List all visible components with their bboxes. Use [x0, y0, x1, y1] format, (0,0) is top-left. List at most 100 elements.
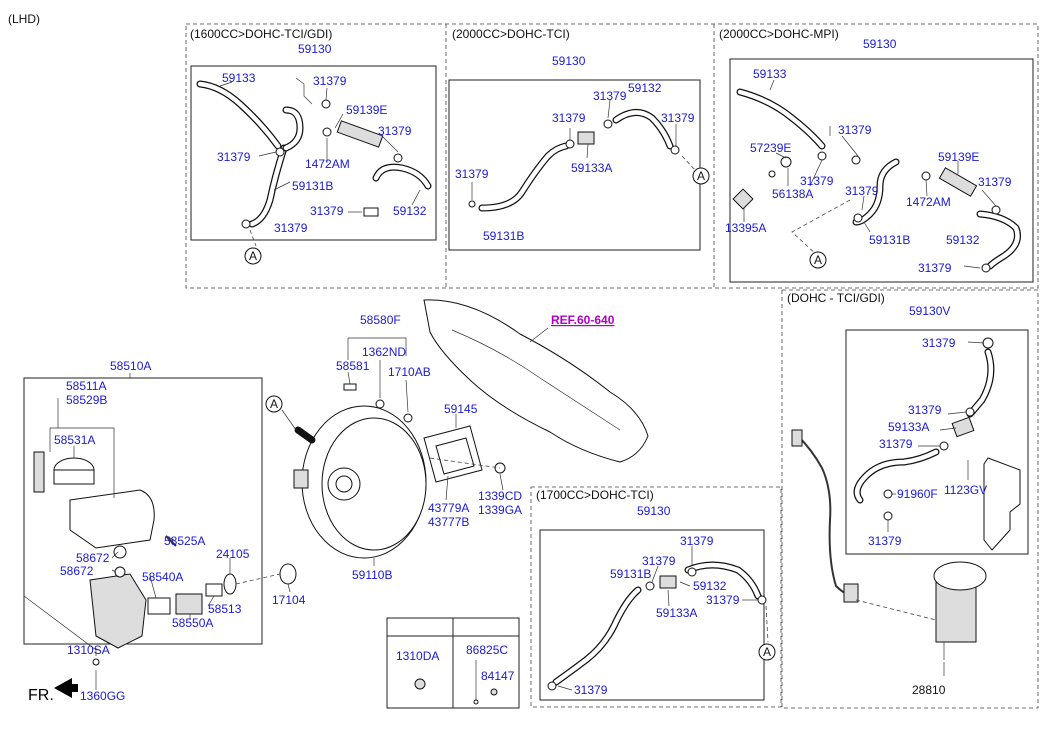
part-31379: 31379	[593, 89, 627, 103]
part-1339cd: 1339CD	[478, 489, 522, 503]
ref-a-marker	[758, 643, 776, 661]
part-58672: 58672	[60, 564, 94, 578]
lhd-label: (LHD)	[8, 12, 40, 26]
part-59131b: 59131B	[869, 233, 910, 247]
part-58580f: 58580F	[360, 313, 401, 327]
part-31379: 31379	[800, 174, 834, 188]
part-31379: 31379	[378, 124, 412, 138]
part-86825c: 86825C	[466, 643, 508, 657]
part-84147: 84147	[481, 669, 515, 683]
ref-a-label: A	[270, 397, 278, 411]
front-arrow-icon	[54, 678, 78, 698]
part-56138a: 56138A	[772, 187, 813, 201]
part-31379: 31379	[574, 683, 608, 697]
part-13395a: 13395A	[725, 221, 766, 235]
part-31379: 31379	[838, 123, 872, 137]
ref-a-label: A	[249, 249, 257, 263]
part-31379: 31379	[274, 221, 308, 235]
part-58510a: 58510A	[110, 359, 151, 373]
part-59132: 59132	[693, 579, 727, 593]
part-59132: 59132	[946, 233, 980, 247]
master-cylinder-group: 58510A 58511A 58529B 58531A 58525A	[23, 359, 263, 704]
part-59130: 59130	[637, 504, 671, 518]
part-59130: 59130	[298, 42, 332, 56]
firewall-panel	[423, 299, 649, 463]
part-59130: 59130	[552, 54, 586, 68]
section-1700cc: (1700CC>DOHC-TCI) 59130 31379 31379 5913…	[530, 486, 782, 708]
part-59131b: 59131B	[292, 179, 333, 193]
part-31379: 31379	[310, 204, 344, 218]
part-31379: 31379	[706, 593, 740, 607]
ref-60-640-link[interactable]: REF.60-640	[551, 313, 615, 327]
part-59132: 59132	[393, 204, 427, 218]
part-58511a: 58511A	[66, 379, 106, 393]
part-31379: 31379	[661, 111, 695, 125]
part-31379: 31379	[845, 184, 879, 198]
part-59132: 59132	[628, 81, 662, 95]
part-1310sa: 1310SA	[67, 643, 110, 657]
part-31379: 31379	[918, 261, 952, 275]
part-31379: 31379	[978, 175, 1012, 189]
ref-a-marker	[692, 167, 710, 185]
part-28810: 28810	[912, 683, 946, 697]
part-43779a: 43779A	[428, 501, 469, 515]
part-1362nd: 1362ND	[362, 345, 406, 359]
part-43777b: 43777B	[428, 515, 469, 529]
section-dohc-tci-gdi-title: (DOHC - TCI/GDI)	[787, 291, 885, 305]
part-58581: 58581	[336, 359, 370, 373]
part-58529b: 58529B	[66, 393, 107, 407]
part-59131b: 59131B	[483, 229, 524, 243]
part-59131b: 59131B	[610, 567, 651, 581]
section-2000cc-tci: (2000CC>DOHC-TCI) 59130 31379 59132 3137…	[448, 27, 710, 251]
part-1123gv: 1123GV	[944, 483, 987, 497]
part-57239e: 57239E	[750, 141, 791, 155]
part-1360gg: 1360GG	[80, 689, 125, 703]
part-59110b: 59110B	[352, 568, 392, 582]
part-59130: 59130	[863, 37, 897, 51]
part-31379: 31379	[313, 74, 347, 88]
fastener-table: 1310DA 86825C 84147	[386, 617, 520, 709]
part-31379: 31379	[217, 150, 251, 164]
part-1472am: 1472AM	[906, 195, 951, 209]
part-31379: 31379	[868, 534, 902, 548]
part-1310da: 1310DA	[396, 649, 439, 663]
part-58550a: 58550A	[172, 616, 213, 630]
front-indicator: FR.	[28, 687, 54, 704]
part-59133a: 59133A	[656, 606, 697, 620]
ref-a-marker	[809, 251, 827, 269]
ref-a-label: A	[814, 253, 822, 267]
part-59139e: 59139E	[938, 150, 979, 164]
part-1339ga: 1339GA	[478, 503, 522, 517]
part-58531a: 58531A	[54, 433, 95, 447]
top-variants-frame	[185, 23, 1039, 289]
part-31379: 31379	[455, 167, 489, 181]
ref-a-label: A	[697, 169, 705, 183]
part-24105: 24105	[216, 547, 250, 561]
part-58513: 58513	[208, 602, 242, 616]
part-1472am: 1472AM	[305, 157, 350, 171]
part-31379: 31379	[922, 336, 956, 350]
part-58540a: 58540A	[142, 570, 183, 584]
part-31379: 31379	[908, 403, 942, 417]
part-31379: 31379	[879, 437, 913, 451]
part-91960f: 91960F	[897, 487, 938, 501]
ref-a-label: A	[763, 645, 771, 659]
ref-a-marker	[265, 395, 283, 413]
section-2000cc-mpi: (2000CC>DOHC-MPI) 59130 59133 31379 5723…	[719, 27, 1034, 283]
section-1600cc: (1600CC>DOHC-TCI/GDI) 59130 59133 31379	[190, 27, 437, 265]
section-dohc-tci-gdi: (DOHC - TCI/GDI) 59130V 31379 31379 5913…	[781, 289, 1039, 709]
part-59133: 59133	[753, 67, 787, 81]
part-59133a: 59133A	[888, 420, 929, 434]
part-31379: 31379	[680, 534, 714, 548]
part-59133a: 59133A	[571, 161, 612, 175]
brake-booster-group: 58580F 1362ND 58581 1710AB A 59145	[235, 299, 649, 607]
section-2000cc-tci-title: (2000CC>DOHC-TCI)	[452, 27, 570, 41]
part-31379: 31379	[552, 111, 586, 125]
part-59133: 59133	[222, 71, 256, 85]
part-59130v: 59130V	[909, 304, 950, 318]
ref-a-marker	[244, 247, 262, 265]
section-1600cc-title: (1600CC>DOHC-TCI/GDI)	[190, 27, 332, 41]
part-59145: 59145	[444, 402, 478, 416]
